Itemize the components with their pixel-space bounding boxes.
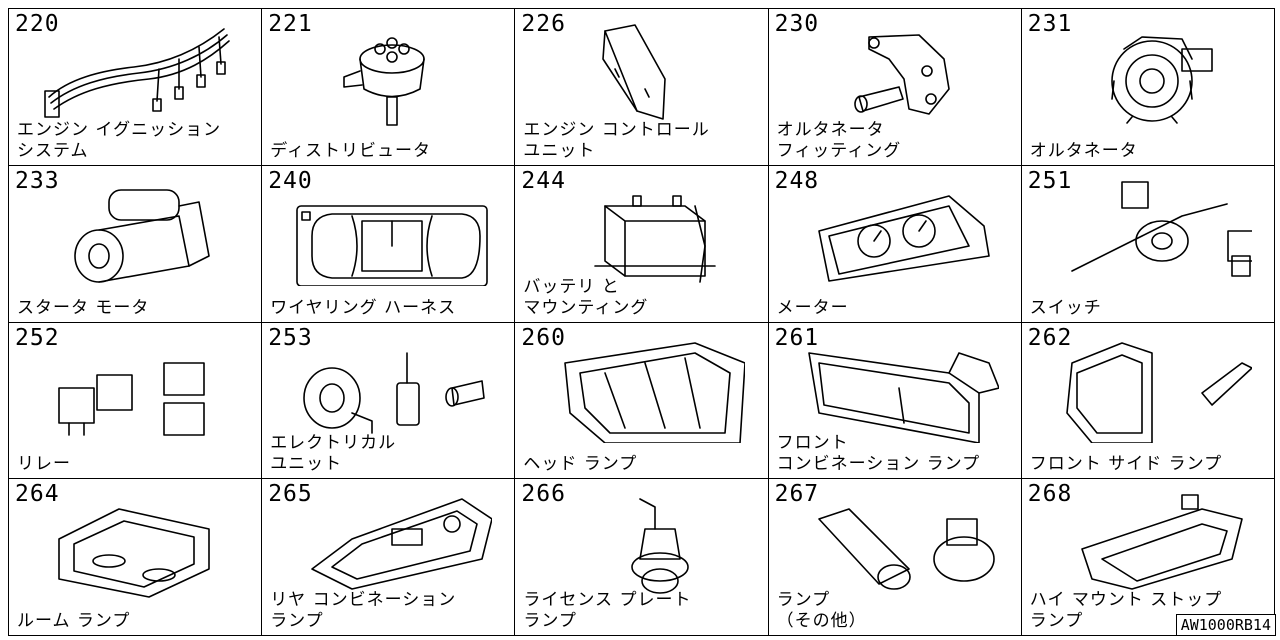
category-cell-221[interactable]: 221 ディストリビュータ bbox=[262, 9, 516, 166]
switch-icon bbox=[1052, 176, 1255, 286]
category-cell-244[interactable]: 244 バッテリ と マウンティング bbox=[515, 165, 769, 323]
category-cell-262[interactable]: 262 フロント サイド ランプ bbox=[1021, 322, 1275, 480]
category-code: 244 bbox=[521, 167, 566, 194]
meter-cluster-icon bbox=[799, 176, 999, 286]
parts-category-grid: 220 エンジン イグニッション システム 221 ディストリビュータ 226 … bbox=[8, 8, 1275, 636]
category-label: エンジン イグニッション システム bbox=[17, 119, 222, 161]
headlamp-icon bbox=[545, 333, 747, 444]
category-code: 251 bbox=[1027, 167, 1073, 194]
category-label: ルーム ランプ bbox=[17, 611, 131, 631]
category-code: 240 bbox=[268, 167, 313, 194]
category-cell-260[interactable]: 260 ヘッド ランプ bbox=[515, 322, 769, 480]
category-label: オルタネータ bbox=[1029, 140, 1138, 161]
category-label: スタータ モータ bbox=[17, 297, 150, 318]
category-code: 252 bbox=[15, 324, 60, 351]
category-code: 230 bbox=[774, 11, 820, 37]
category-label: エンジン コントロール ユニット bbox=[523, 119, 710, 161]
category-label: ライセンス プレート ランプ bbox=[523, 590, 692, 631]
category-label: リヤ コンビネーション ランプ bbox=[270, 590, 457, 631]
category-cell-233[interactable]: 233 スタータ モータ bbox=[9, 165, 263, 323]
category-cell-226[interactable]: 226 エンジン コントロール ユニット bbox=[515, 9, 769, 166]
category-cell-230[interactable]: 230 オルタネータ フィッティング bbox=[768, 9, 1022, 166]
category-label: ハイ マウント ストップ ランプ bbox=[1029, 590, 1223, 631]
category-label: ランプ （その他） bbox=[776, 590, 867, 631]
category-code: 267 bbox=[774, 481, 820, 508]
category-cell-261[interactable]: 261 フロント コンビネーション ランプ bbox=[768, 322, 1022, 480]
starter-motor-icon bbox=[39, 176, 239, 286]
category-code: 253 bbox=[268, 324, 313, 351]
category-cell-253[interactable]: 253 エレクトリカル ユニット bbox=[262, 322, 516, 480]
room-lamp-icon bbox=[39, 489, 239, 599]
category-cell-267[interactable]: 267 ランプ （その他） bbox=[768, 479, 1022, 636]
distributor-icon bbox=[292, 19, 492, 129]
category-code: 221 bbox=[268, 11, 313, 37]
category-label: バッテリ と マウンティング bbox=[523, 276, 649, 318]
category-label: リレー bbox=[17, 454, 71, 475]
category-cell-265[interactable]: 265 リヤ コンビネーション ランプ bbox=[262, 479, 516, 636]
sheet-reference-code: AW1000RB14 bbox=[1175, 614, 1276, 636]
category-label: ワイヤリング ハーネス bbox=[270, 297, 457, 318]
category-cell-251[interactable]: 251 スイッチ bbox=[1021, 165, 1275, 323]
category-code: 261 bbox=[774, 324, 820, 351]
category-label: メーター bbox=[776, 297, 849, 318]
category-label: スイッチ bbox=[1029, 297, 1102, 318]
category-code: 262 bbox=[1027, 324, 1073, 351]
category-cell-248[interactable]: 248 メーター bbox=[768, 165, 1022, 323]
misc-lamp-icon bbox=[799, 489, 999, 599]
category-cell-240[interactable]: 240 ワイヤリング ハーネス bbox=[262, 165, 516, 323]
category-label: フロント サイド ランプ bbox=[1029, 454, 1223, 475]
category-label: ヘッド ランプ bbox=[523, 454, 638, 475]
wiring-harness-icon bbox=[292, 176, 492, 287]
relay-icon bbox=[39, 333, 239, 443]
category-code: 266 bbox=[521, 481, 566, 508]
electrical-unit-icon bbox=[292, 333, 492, 443]
ignition-wires-icon bbox=[39, 19, 239, 129]
category-label: フロント コンビネーション ランプ bbox=[776, 433, 981, 475]
category-code: 248 bbox=[774, 167, 820, 194]
category-cell-231[interactable]: 231 オルタネータ bbox=[1021, 9, 1275, 166]
category-cell-264[interactable]: 264 ルーム ランプ bbox=[9, 479, 263, 636]
category-label: オルタネータ フィッティング bbox=[776, 119, 902, 161]
category-code: 260 bbox=[521, 324, 566, 351]
battery-icon bbox=[545, 176, 745, 286]
category-cell-266[interactable]: 266 ライセンス プレート ランプ bbox=[515, 479, 769, 636]
category-cell-252[interactable]: 252 リレー bbox=[9, 322, 263, 480]
category-code: 268 bbox=[1027, 481, 1073, 508]
category-label: エレクトリカル ユニット bbox=[270, 433, 397, 475]
category-code: 233 bbox=[15, 167, 60, 194]
front-combination-lamp-icon bbox=[799, 333, 1000, 444]
category-code: 220 bbox=[15, 11, 60, 37]
high-mount-stop-lamp-icon bbox=[1052, 489, 1252, 599]
category-code: 264 bbox=[15, 481, 60, 508]
category-code: 231 bbox=[1027, 11, 1073, 37]
alternator-bracket-icon bbox=[799, 19, 999, 129]
category-cell-268[interactable]: 268 ハイ マウント ストップ ランプ bbox=[1021, 479, 1275, 636]
category-code: 265 bbox=[268, 481, 313, 508]
rear-combination-lamp-icon bbox=[292, 489, 493, 599]
category-code: 226 bbox=[521, 11, 566, 37]
alternator-icon bbox=[1052, 19, 1252, 129]
license-plate-lamp-icon bbox=[545, 489, 745, 599]
category-label: ディストリビュータ bbox=[270, 140, 431, 161]
control-unit-icon bbox=[545, 19, 745, 129]
front-side-lamp-icon bbox=[1052, 333, 1253, 444]
category-cell-220[interactable]: 220 エンジン イグニッション システム bbox=[9, 9, 263, 166]
